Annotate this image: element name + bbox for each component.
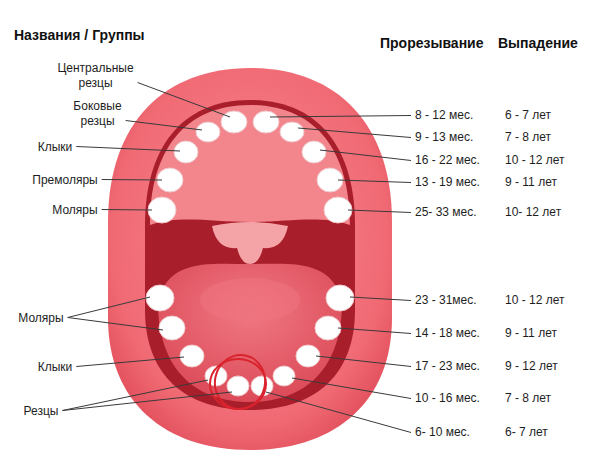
- column-heading: Прорезывание: [380, 36, 492, 51]
- eruption-time: 8 - 12 мес.: [415, 108, 497, 123]
- tooth-group-label: Резцы: [10, 404, 72, 419]
- tooth-group-label: Моляры: [10, 311, 72, 326]
- eruption-time: 16 - 22 мес.: [415, 153, 497, 168]
- tooth-group-label: Боковые резцы: [55, 99, 140, 129]
- leader-line: [138, 83, 230, 118]
- eruption-time: 23 - 31мес.: [415, 293, 497, 308]
- leader-line: [76, 147, 180, 152]
- leader-line: [320, 150, 411, 161]
- loss-time: 7 - 8 лет: [505, 391, 590, 406]
- leader-line: [76, 357, 184, 367]
- loss-time: 7 - 8 лет: [505, 130, 590, 145]
- leader-line: [62, 380, 208, 411]
- loss-time: 9 - 12 лет: [505, 359, 590, 374]
- leader-line: [350, 297, 411, 301]
- leader-line: [266, 392, 411, 433]
- eruption-time: 6- 10 мес.: [415, 425, 497, 440]
- loss-time: 10 - 12 лет: [505, 153, 590, 168]
- eruption-time: 9 - 13 мес.: [415, 130, 497, 145]
- tooth-group-label: Моляры: [40, 203, 110, 218]
- leader-line: [338, 180, 411, 183]
- eruption-time: 14 - 18 мес.: [415, 326, 497, 341]
- leader-line: [68, 297, 150, 318]
- leader-line: [292, 378, 411, 399]
- loss-time: 10- 12 лет: [505, 205, 590, 220]
- leader-line: [316, 356, 411, 367]
- loss-time: 6- 7 лет: [505, 425, 590, 440]
- column-heading: Названия / Группы: [14, 28, 184, 43]
- leader-line: [348, 210, 411, 213]
- tooth-group-label: Клыки: [20, 140, 90, 155]
- eruption-time: 13 - 19 мес.: [415, 175, 497, 190]
- leader-line: [62, 392, 232, 411]
- leader-line: [68, 318, 163, 331]
- tooth-group-label: Центральные резцы: [48, 61, 143, 91]
- leader-line: [102, 209, 152, 211]
- tooth-group-label: Премоляры: [20, 173, 110, 188]
- loss-time: 10 - 12 лет: [505, 293, 590, 308]
- eruption-time: 25- 33 мес.: [415, 205, 497, 220]
- column-heading: Выпадение: [498, 36, 598, 51]
- eruption-time: 17 - 23 мес.: [415, 359, 497, 374]
- leader-line: [338, 328, 411, 334]
- loss-time: 9 - 11 лет: [505, 175, 590, 190]
- leader-line: [270, 116, 411, 118]
- tooth-group-label: Клыки: [20, 360, 90, 375]
- leader-line: [102, 179, 162, 181]
- eruption-time: 10 - 16 мес.: [415, 391, 497, 406]
- leader-line: [298, 128, 411, 138]
- loss-time: 6 - 7 лет: [505, 108, 590, 123]
- leader-line: [126, 121, 202, 131]
- loss-time: 9 - 11 лет: [505, 326, 590, 341]
